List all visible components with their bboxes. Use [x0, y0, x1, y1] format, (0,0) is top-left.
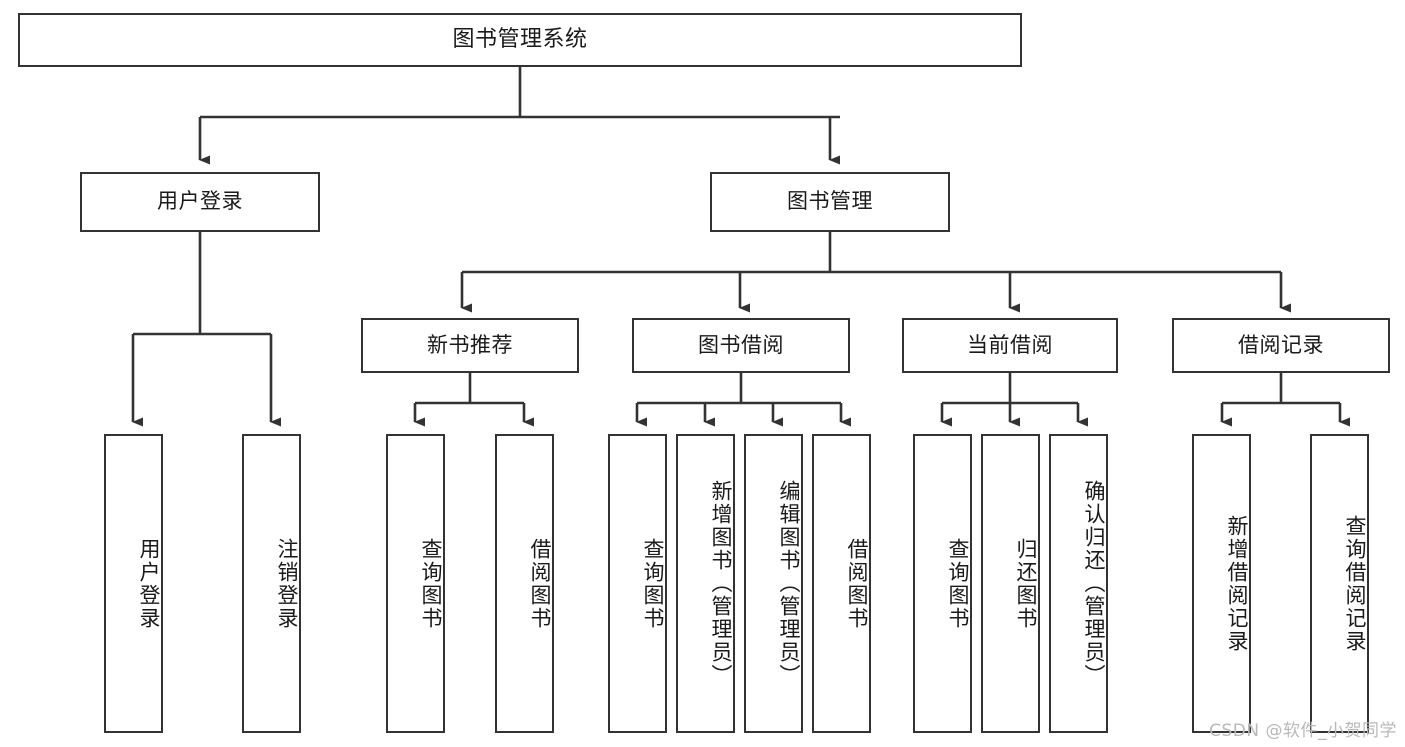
node-leaf-add-book[interactable]: 新增图书（管理员） — [676, 434, 735, 733]
node-leaf-add-record[interactable]: 新增借阅记录 — [1192, 434, 1251, 733]
node-leaf-query-book-1[interactable]: 查询图书 — [386, 434, 445, 733]
node-leaf-user-login[interactable]: 用户登录 — [104, 434, 163, 733]
node-leaf-edit-book[interactable]: 编辑图书（管理员） — [744, 434, 803, 733]
node-leaf-confirm-return[interactable]: 确认归还（管理员） — [1049, 434, 1108, 733]
node-user-login[interactable]: 用户登录 — [80, 172, 320, 232]
node-label: 图书管理系统 — [452, 26, 588, 52]
node-leaf-logout-login[interactable]: 注销登录 — [242, 434, 301, 733]
node-new-book-recommend[interactable]: 新书推荐 — [361, 318, 579, 373]
node-label: 借阅记录 — [1238, 332, 1324, 357]
node-leaf-query-book-2[interactable]: 查询图书 — [608, 434, 667, 733]
node-label: 新增图书（管理员） — [709, 480, 733, 687]
node-label: 确认归还（管理员） — [1082, 480, 1106, 687]
node-label: 新书推荐 — [427, 332, 513, 357]
node-book-management[interactable]: 图书管理 — [710, 172, 950, 232]
node-label: 借阅图书 — [845, 537, 869, 630]
node-label: 用户登录 — [137, 537, 161, 630]
node-label: 新增借阅记录 — [1225, 514, 1249, 653]
node-label: 查询图书 — [946, 537, 970, 630]
node-leaf-borrow-book-2[interactable]: 借阅图书 — [812, 434, 871, 733]
node-leaf-query-book-3[interactable]: 查询图书 — [913, 434, 972, 733]
node-borrow-record[interactable]: 借阅记录 — [1172, 318, 1390, 373]
node-label: 用户登录 — [157, 189, 243, 214]
node-root-system[interactable]: 图书管理系统 — [18, 13, 1022, 67]
node-leaf-query-record[interactable]: 查询借阅记录 — [1310, 434, 1369, 733]
node-label: 查询图书 — [419, 537, 443, 630]
node-label: 借阅图书 — [528, 537, 552, 630]
node-label: 当前借阅 — [967, 332, 1053, 357]
node-label: 编辑图书（管理员） — [777, 480, 801, 687]
node-book-borrow[interactable]: 图书借阅 — [632, 318, 850, 373]
node-current-borrow[interactable]: 当前借阅 — [902, 318, 1118, 373]
node-label: 归还图书 — [1014, 537, 1038, 630]
node-leaf-borrow-book-1[interactable]: 借阅图书 — [495, 434, 554, 733]
node-label: 图书借阅 — [698, 332, 784, 357]
csdn-watermark: CSDN @软件_小贺同学 — [1209, 721, 1397, 741]
node-label: 图书管理 — [787, 189, 873, 214]
node-label: 查询借阅记录 — [1343, 514, 1367, 653]
node-label: 查询图书 — [641, 537, 665, 630]
node-leaf-return-book[interactable]: 归还图书 — [981, 434, 1040, 733]
node-label: 注销登录 — [275, 537, 299, 630]
